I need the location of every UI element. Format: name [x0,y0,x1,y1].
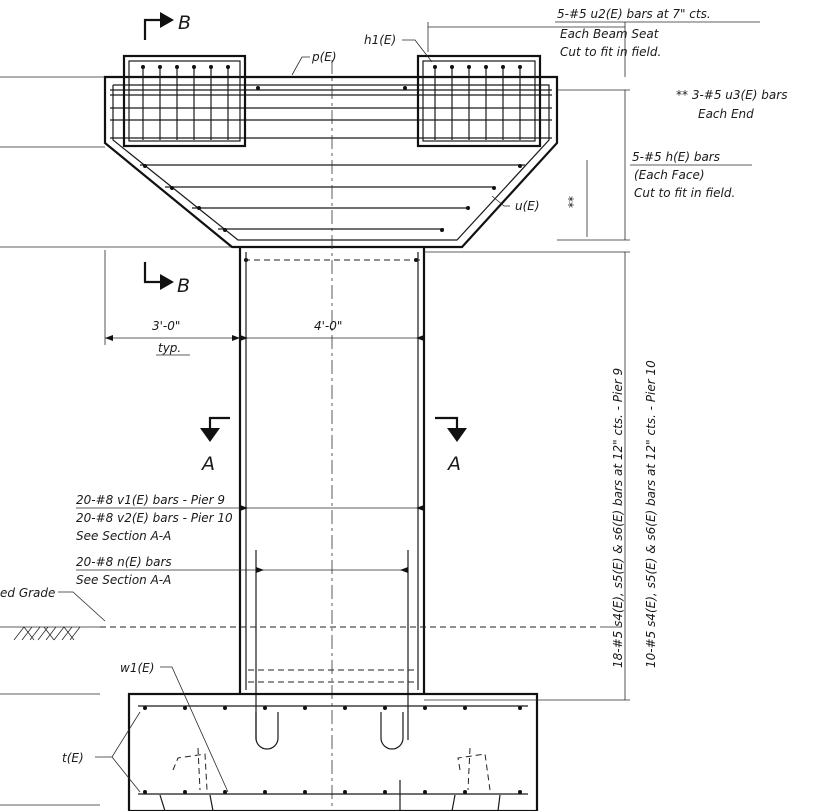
note-v-bars: 20-#8 v1(E) bars - Pier 9 20-#8 v2(E) ba… [76,493,233,543]
dimension-right-cap [557,89,630,241]
dim-3ft-label: 3'-0" [152,319,180,333]
note-h-title: 5-#5 h(E) bars [632,150,720,164]
note-h: 5-#5 h(E) bars (Each Face) Cut to fit in… [630,150,752,200]
beam-seat-left [122,54,247,148]
left-reference-lines [0,76,232,806]
note-n-title: 20-#8 n(E) bars [76,555,172,569]
dimension-n-bars [76,567,408,573]
note-u2: 5-#5 u2(E) bars at 7" cts. Each Beam Sea… [555,7,760,59]
label-grade: ed Grade [0,586,55,600]
cap-rebar-dots [141,65,522,262]
pier-cap [103,75,559,261]
label-w1: w1(E) [120,661,154,675]
dimension-4ft: 4'-0" [240,319,424,341]
note-h-line3: Cut to fit in field. [634,186,735,200]
section-b-top: B [143,12,191,40]
dimension-3ft: 3'-0" typ. [104,250,240,356]
note-u2-line3: Cut to fit in field. [560,45,661,59]
note-v1: 20-#8 v1(E) bars - Pier 9 [76,493,225,507]
note-h-line2: (Each Face) [634,168,705,182]
note-s-pier10: 10-#5 s4(E), s5(E) & s6(E) bars at 12" c… [644,360,658,668]
label-u: u(E) [515,199,540,213]
section-a-left: A [200,416,230,475]
note-u2-line2: Each Beam Seat [560,27,660,41]
section-b-letter-top: B [178,12,191,34]
note-n-see: See Section A-A [76,573,171,587]
dim-typ-label: typ. [158,341,181,355]
note-n-bars: 20-#8 n(E) bars See Section A-A [76,555,172,587]
section-b-bottom: B [143,262,190,297]
note-u3-line1: ** 3-#5 u3(E) bars [676,88,787,102]
note-u3-line2: Each End [698,107,754,121]
beam-seat-right [416,54,542,148]
note-u2-title: 5-#5 u2(E) bars at 7" cts. [557,7,711,21]
section-a-letter-right: A [446,453,461,475]
label-t: t(E) [62,751,84,765]
dimension-v-bars [76,505,424,511]
note-v-see: See Section A-A [76,529,171,543]
label-h1: h1(E) [364,33,396,47]
section-a-letter-left: A [200,453,215,475]
pier-footing [127,692,539,811]
section-a-right: A [435,416,467,475]
leader-lines [58,39,510,793]
section-b-letter-bottom: B [177,275,190,297]
dimension-top-beamseat [427,22,626,77]
label-stars: ** [566,196,580,208]
note-u3: ** 3-#5 u3(E) bars Each End [676,88,787,121]
ground-line [0,626,622,641]
footing-rebar-dots [143,706,522,794]
ground-hatch [13,626,81,641]
note-v2: 20-#8 v2(E) bars - Pier 10 [76,511,233,525]
dimension-right-column [424,251,630,701]
note-s-pier9: 18-#5 s4(E), s5(E) & s6(E) bars at 12" c… [611,368,625,668]
dim-4ft-label: 4'-0" [314,319,342,333]
label-p: p(E) [311,50,337,64]
